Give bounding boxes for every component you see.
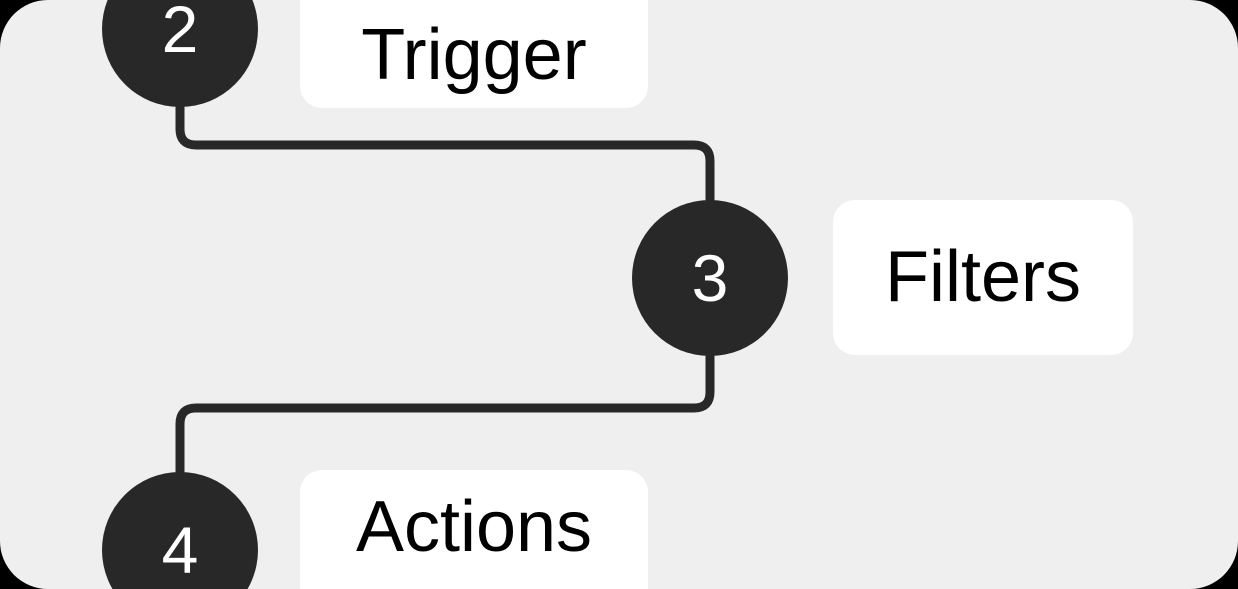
step-card-actions[interactable]: Actions [300,470,648,589]
step-label-trigger: Trigger [361,15,587,96]
step-number-3: 3 [691,241,729,315]
step-node-3[interactable]: 3 [632,200,788,356]
step-label-filters: Filters [885,236,1081,317]
step-card-filters[interactable]: Filters [833,200,1133,355]
step-node-2[interactable]: 2 [102,0,258,107]
step-node-4[interactable]: 4 [102,472,258,589]
step-label-actions: Actions [355,487,593,567]
step-number-4: 4 [161,513,199,587]
step-card-trigger[interactable]: Trigger [300,0,648,108]
connector-step2-to-step3 [175,100,715,210]
connector-step3-to-step4 [175,348,715,488]
step-number-2: 2 [161,0,199,66]
